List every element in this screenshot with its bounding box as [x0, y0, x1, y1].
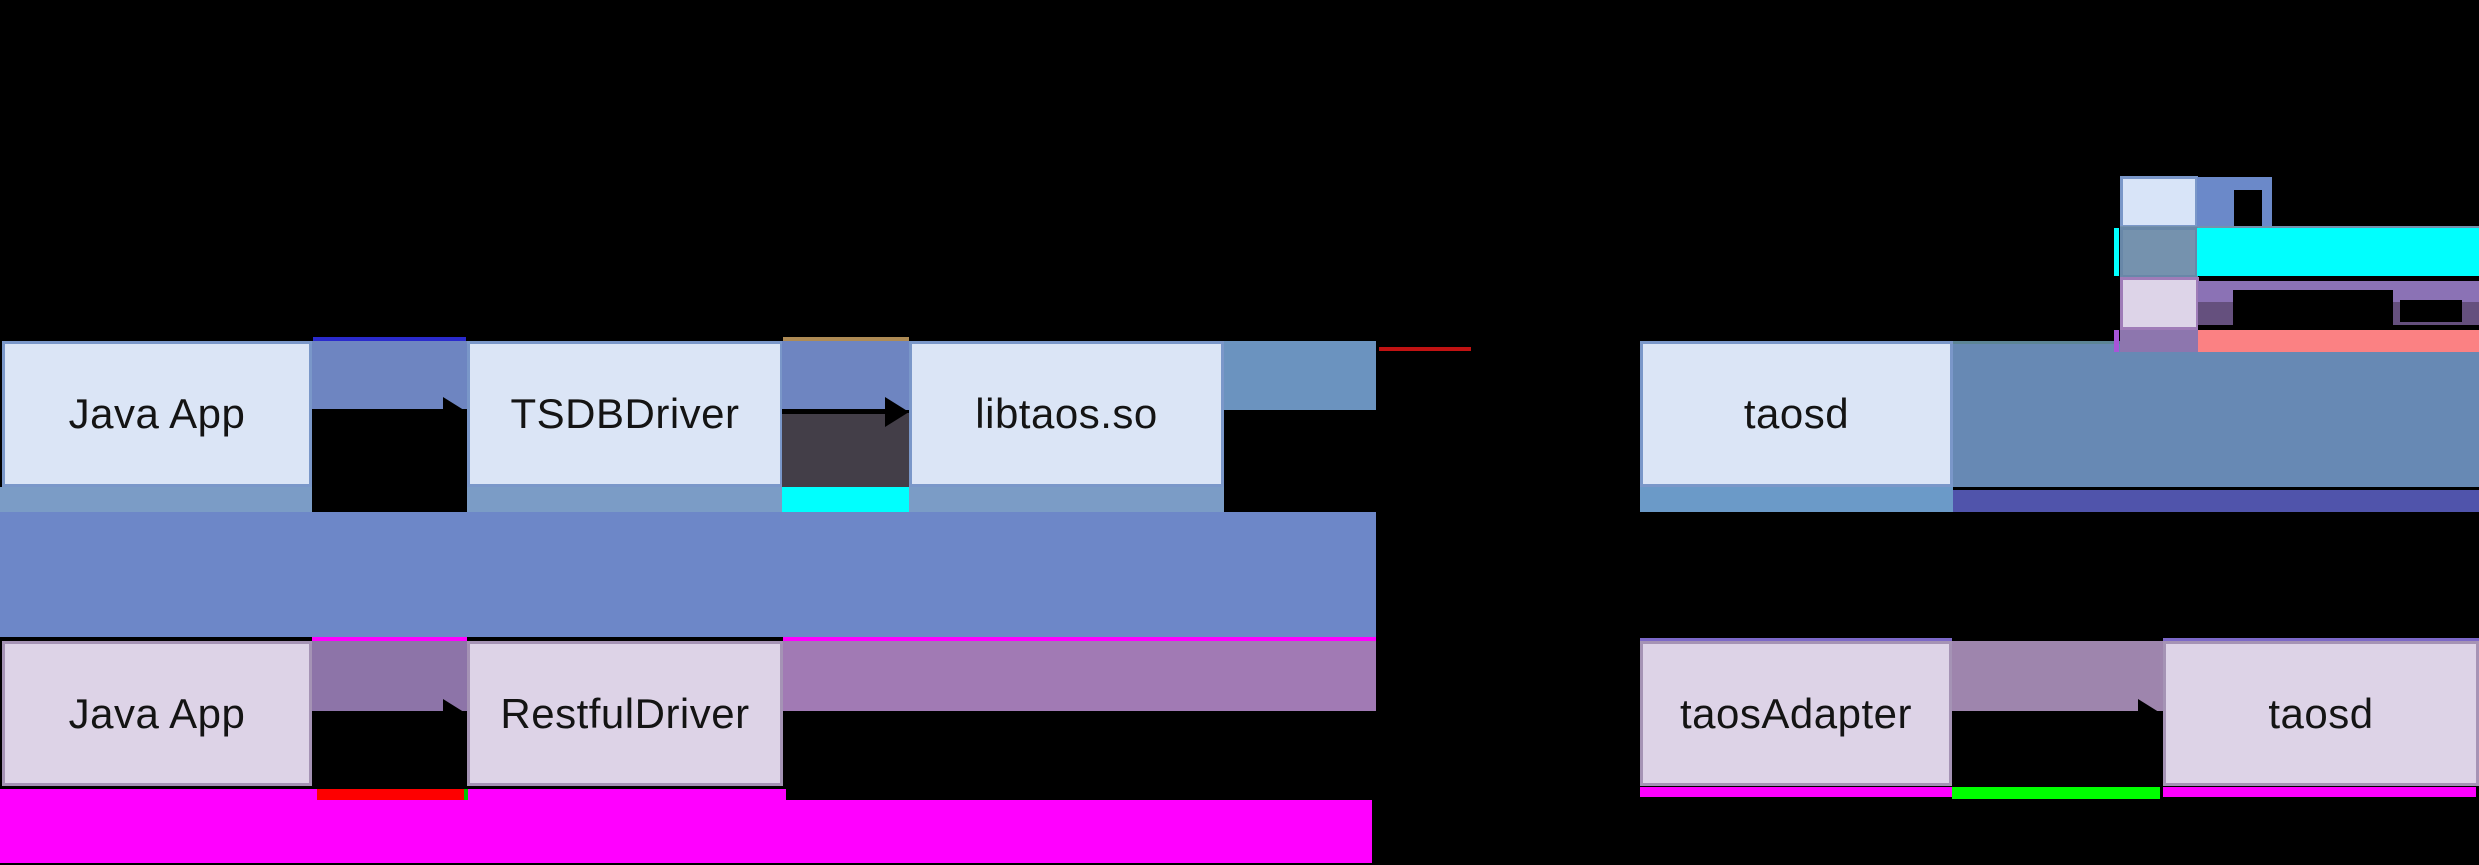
taosadapter-box: taosAdapter: [1640, 641, 1952, 786]
strip-under-tsdbdriver: [467, 487, 782, 512]
strip-under-libtaos: [909, 487, 1224, 512]
rest-arrow2-line: [1952, 711, 2138, 716]
strip-under-java-app: [0, 487, 312, 512]
magenta-strip-under-taosd-rest: [2163, 787, 2476, 797]
restfuldriver-box: RestfulDriver: [467, 641, 783, 786]
taosd-box-rest: taosd: [2163, 641, 2479, 786]
jni-connector1-topline: [313, 337, 466, 341]
libtaos-label: libtaos.so: [975, 390, 1158, 437]
java-app-box-jni: Java App: [2, 341, 312, 487]
strip-indigo-right: [1953, 490, 2479, 512]
jni-arrow1-right-icon: [443, 397, 467, 427]
java-app-box-rest: Java App: [2, 641, 312, 786]
magenta-band-left-top: [0, 789, 317, 801]
legend-row3-text-fragment-2: [2400, 300, 2462, 322]
green-strip: [1952, 787, 2160, 799]
taosd-box-jni: taosd: [1640, 341, 1953, 487]
rest-arrow1-right-icon: [443, 699, 467, 729]
taosd-rest-topline: [2163, 638, 2479, 642]
rest-connector2-band: [1952, 641, 2163, 711]
legend-swatch-purple: [2120, 330, 2198, 352]
network-red-line: [1379, 347, 1471, 351]
legend-row4-gap: [2198, 325, 2479, 330]
legend-swatch-steel: [2120, 227, 2198, 278]
legend-row1-text-fragment: [2234, 190, 2262, 226]
tsdbdriver-label: TSDBDriver: [510, 390, 740, 437]
rest-band-topline: [783, 637, 1376, 641]
restfuldriver-label: RestfulDriver: [500, 689, 750, 737]
legend-bar-cyan: [2197, 228, 2479, 276]
libtaos-box: libtaos.so: [909, 341, 1224, 487]
rest-purple-band: [783, 641, 1376, 711]
taosadapter-label: taosAdapter: [1680, 689, 1912, 737]
legend-cyan-sliver: [2114, 228, 2119, 276]
green-sliver: [464, 789, 468, 800]
rest-connector1-topline: [312, 637, 467, 641]
taosd-right-bar: [1953, 341, 2479, 487]
strip-cyan-highlight: [782, 487, 909, 512]
legend-bar-salmon: [2198, 330, 2479, 352]
jni-connector2-topline: [783, 337, 909, 341]
magenta-band-main: [0, 800, 1372, 863]
red-strip: [317, 789, 464, 800]
rest-arrow1-line: [312, 711, 443, 716]
rest-connector1-band: [312, 641, 467, 711]
taosd-label-jni: taosd: [1743, 390, 1850, 437]
legend-swatch-rest-box: [2120, 277, 2199, 330]
jni-arrow2-right-icon: [885, 397, 909, 427]
magenta-strip-under-taosadapter: [1640, 787, 1952, 797]
legend-swatch-app-box: [2120, 176, 2198, 228]
legend-purple-sliver: [2114, 330, 2119, 352]
jni-steel-stub: [1224, 341, 1376, 410]
middle-blue-band: [0, 512, 1376, 637]
taosd-label-rest: taosd: [2268, 689, 2374, 737]
rest-arrow2-right-icon: [2138, 699, 2162, 729]
legend-row3-text-fragment: [2233, 290, 2393, 326]
jni-arrow2-line: [782, 409, 886, 414]
jni-arrow1-line: [312, 409, 443, 414]
java-app-label-rest: Java App: [68, 689, 246, 737]
taosadapter-topline: [1640, 638, 1952, 642]
legend: [2110, 170, 2479, 355]
tsdbdriver-box: TSDBDriver: [467, 341, 783, 487]
strip-under-taosd: [1640, 487, 1953, 512]
jni-connector1-band: [312, 341, 467, 409]
java-app-label-jni: Java App: [68, 390, 246, 437]
legend-row2-topline: [2120, 226, 2479, 229]
magenta-band-mid-top: [464, 789, 786, 801]
